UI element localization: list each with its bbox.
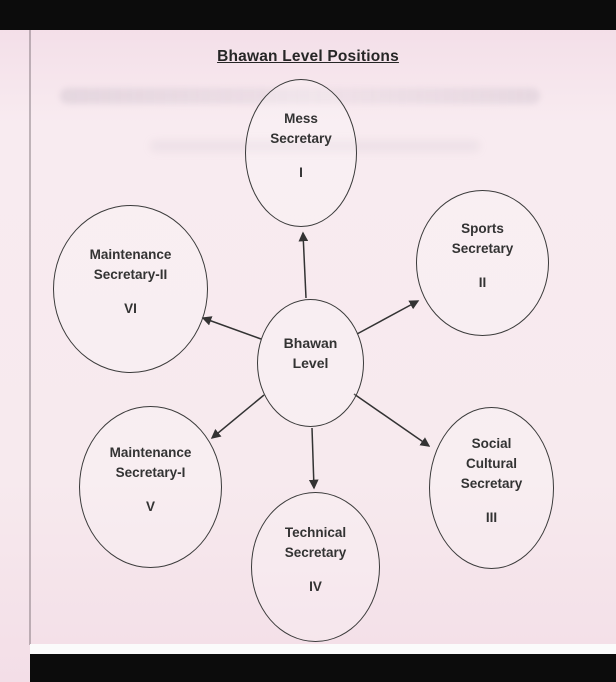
scan-border-bottom bbox=[30, 654, 616, 682]
node-numeral: VI bbox=[124, 301, 137, 316]
arrow-to-technical bbox=[308, 427, 319, 490]
node-label-line: Social bbox=[471, 436, 512, 451]
node-numeral: V bbox=[145, 499, 155, 514]
node-social-cultural-secretary: Social Cultural Secretary III bbox=[429, 407, 554, 569]
node-label-line: Maintenance bbox=[109, 445, 192, 460]
node-numeral: IV bbox=[309, 579, 322, 594]
node-label-line: Secretary-II bbox=[93, 267, 168, 282]
node-numeral: II bbox=[478, 275, 487, 290]
node-maintenance-secretary-2: Maintenance Secretary-II VI bbox=[53, 205, 208, 373]
node-label-line: Secretary bbox=[284, 545, 347, 560]
node-mess-secretary: Mess Secretary I bbox=[245, 79, 357, 227]
arrow-to-maintenance-2 bbox=[201, 316, 262, 340]
node-label-line: Maintenance bbox=[89, 247, 172, 262]
arrow-to-mess bbox=[298, 231, 309, 299]
node-bhawan-level: Bhawan Level bbox=[257, 299, 364, 427]
node-label-line: Secretary-I bbox=[115, 465, 186, 480]
arrow-to-sports bbox=[356, 300, 420, 335]
node-label-line: Level bbox=[292, 355, 329, 371]
node-label-line: Sports bbox=[461, 221, 504, 236]
node-label-line: Cultural bbox=[465, 456, 517, 471]
scan-border-top bbox=[0, 0, 616, 30]
diagram-title: Bhawan Level Positions bbox=[217, 48, 399, 65]
node-technical-secretary: Technical Secretary IV bbox=[251, 492, 380, 642]
node-label-line: Technical bbox=[284, 525, 347, 540]
scan-edge-left bbox=[29, 30, 31, 645]
scan-page-edge bbox=[30, 644, 616, 654]
node-label-line: Bhawan bbox=[283, 335, 338, 351]
arrow-to-maintenance-1 bbox=[210, 394, 265, 439]
node-label-line: Secretary bbox=[460, 476, 523, 491]
node-label-line: Secretary bbox=[270, 131, 332, 146]
node-numeral: I bbox=[299, 165, 303, 180]
node-label-line: Secretary bbox=[451, 241, 514, 256]
node-numeral: III bbox=[485, 510, 498, 525]
node-maintenance-secretary-1: Maintenance Secretary-I V bbox=[79, 406, 222, 568]
arrow-to-social-cultural bbox=[353, 393, 431, 447]
node-sports-secretary: Sports Secretary II bbox=[416, 190, 549, 336]
node-label-line: Mess bbox=[284, 111, 318, 126]
